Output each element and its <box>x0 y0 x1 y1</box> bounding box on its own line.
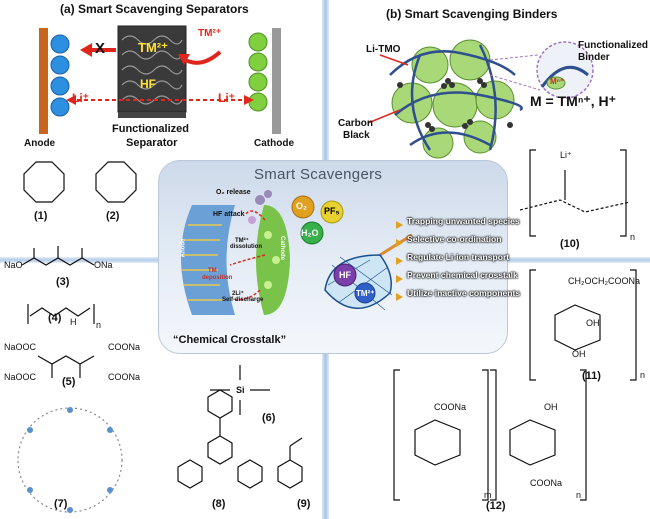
mol-4-n: n <box>96 320 102 330</box>
mol-12-coona-top: COONa <box>434 402 467 412</box>
mol-2-label: (2) <box>106 210 120 222</box>
mol-1-label: (1) <box>34 210 48 222</box>
tm-dissolution-1: TM²⁺ <box>235 238 249 244</box>
panel-b-title: (b) Smart Scavenging Binders <box>386 7 558 21</box>
bullet-1: Trapping unwanted species <box>407 216 520 226</box>
cathode-label: Cathode <box>254 138 294 149</box>
mol-5-coona-2: COONa <box>108 372 141 382</box>
mol-3-ona: ONa <box>94 260 113 270</box>
net-hf: HF <box>339 270 351 280</box>
anode-electrode <box>39 28 48 134</box>
mol-4-label: (4) <box>48 312 62 324</box>
mol-6-label: (6) <box>262 412 276 424</box>
tm-ion-outside: TM²⁺ <box>198 28 222 39</box>
hf-attack-label: HF attack <box>213 211 245 218</box>
bullet-5: Utilize inactive components <box>407 288 521 298</box>
anode-label: Anode <box>24 138 56 149</box>
cathode-side-label: Cathode <box>279 236 285 260</box>
self-discharge-2: Self-discharge <box>222 297 264 303</box>
functionalized-binder-label-1: Functionalized <box>578 40 648 51</box>
mol-11-n: n <box>640 370 646 380</box>
separator-label-2: Separator <box>126 137 178 149</box>
mol-5-naooc-1: NaOOC <box>4 342 37 352</box>
mol-6-si: Si <box>236 385 245 395</box>
mol-11-label: (11) <box>582 370 601 382</box>
self-discharge-1: 2Li⁺ <box>232 291 244 297</box>
bullet-3: Regulate Li-ion transport <box>407 252 510 262</box>
smart-scavengers-title: Smart Scavengers <box>254 166 383 183</box>
molecules-middle <box>177 365 303 489</box>
mol-7-label: (7) <box>54 498 68 510</box>
li-ion-right: Li⁺ <box>218 91 235 105</box>
tm-deposition-2: deposition <box>202 275 233 281</box>
mol-10-li: Li⁺ <box>560 150 572 160</box>
molecules-right <box>393 149 637 501</box>
mol-12-label: (12) <box>486 500 506 512</box>
net-tm: TM²⁺ <box>356 289 375 298</box>
anode-side-label: Anode <box>180 238 187 258</box>
separator-label-1: Functionalized <box>112 123 189 135</box>
mol-12-coona-bottom: COONa <box>530 478 563 488</box>
mol-11-oh-1: OH <box>586 318 600 328</box>
carbon-black-label-1: Carbon <box>338 118 373 129</box>
functionalized-binder-label-2: Binder <box>578 52 610 63</box>
li-ion-left: Li⁺ <box>72 91 89 105</box>
cathode-electrode <box>272 28 281 134</box>
bullet-2: Selective co-ordination <box>407 234 502 244</box>
mol-10-label: (10) <box>560 238 580 250</box>
metal-ion-label: Mⁿ⁺ <box>550 77 565 86</box>
panel-a-title: (a) Smart Scavenging Separators <box>60 2 249 16</box>
mol-12-oh: OH <box>544 402 558 412</box>
mol-11-group: CH₂OCH₂COONa <box>568 276 640 286</box>
mol-11-oh-2: OH <box>572 349 586 359</box>
mol-3-label: (3) <box>56 276 70 288</box>
chemical-crosstalk-label: “Chemical Crosstalk” <box>173 334 287 346</box>
bullet-4: Prevent chemical crosstalk <box>407 270 518 280</box>
mol-12-n: n <box>576 490 582 500</box>
tm-deposition-1: TM <box>208 268 217 274</box>
mol-8-label: (8) <box>212 498 226 510</box>
blocked-x-mark: X <box>95 40 106 57</box>
crosstalk-schematic <box>181 190 413 315</box>
mol-12-m: m <box>484 490 492 500</box>
o2-release-label: O₂ release <box>216 189 251 196</box>
mol-5-label: (5) <box>62 376 76 388</box>
carbon-black-label-2: Black <box>343 130 370 141</box>
mol-4-nh: H <box>70 317 77 327</box>
tm-ion-inside: TM²⁺ <box>138 40 168 55</box>
m-equation: M = TMⁿ⁺, H⁺ <box>530 93 617 109</box>
mol-3-nao: NaO <box>4 260 23 270</box>
li-tmo-label: Li-TMO <box>366 44 401 55</box>
mol-5-coona-1: COONa <box>108 342 141 352</box>
tm-dissolution-2: dissolution <box>230 244 262 250</box>
mol-10-n: n <box>630 232 636 242</box>
ball-h2o: H₂O <box>301 228 319 238</box>
ball-pf5: PF₅ <box>324 206 340 216</box>
mol-5-naooc-2: NaOOC <box>4 372 37 382</box>
separator-schematic <box>39 25 281 134</box>
mol-9-label: (9) <box>297 498 311 510</box>
binder-schematic <box>367 39 594 159</box>
hf-label: HF <box>140 77 156 91</box>
ball-o2: O₂ <box>296 201 307 211</box>
molecules-left <box>17 161 137 513</box>
